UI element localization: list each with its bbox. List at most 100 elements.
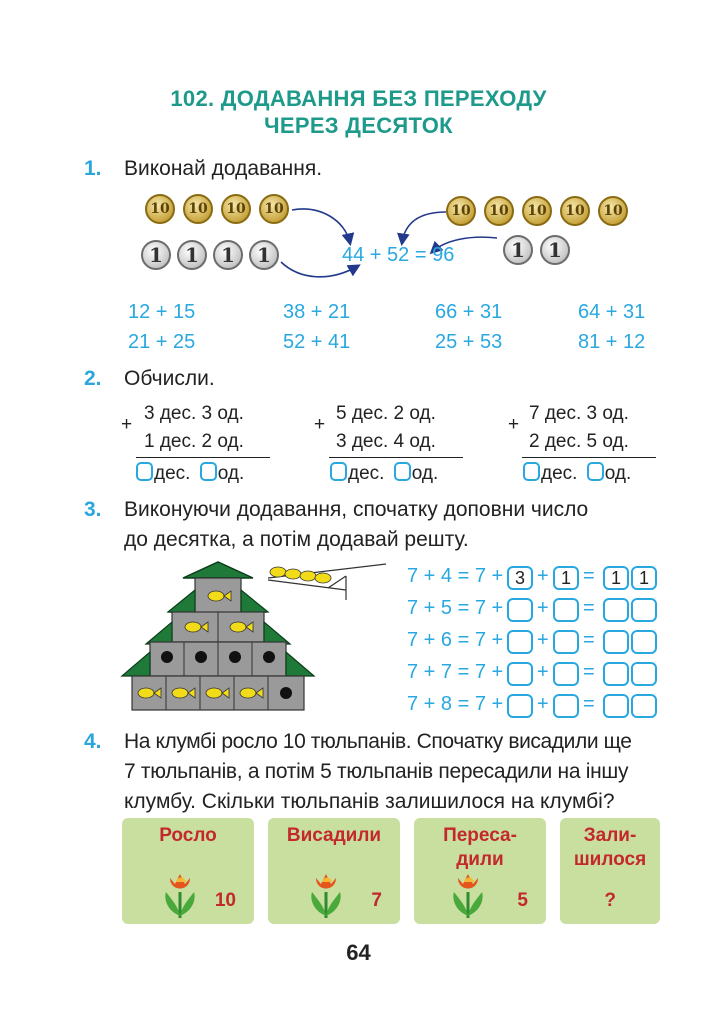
answer-box[interactable]: 1: [603, 566, 629, 590]
coin-one-icon: 1: [503, 235, 533, 265]
answer-box[interactable]: [507, 694, 533, 718]
page-number: 64: [346, 940, 371, 965]
answer-box[interactable]: [553, 694, 579, 718]
equation-left: 7 + 5 = 7 +: [407, 597, 504, 619]
coin-ten-icon: 10: [484, 196, 514, 226]
answer-box[interactable]: [553, 598, 579, 622]
plus-sign: +: [537, 661, 549, 683]
answer-box[interactable]: [199, 462, 217, 481]
card-value: ?: [604, 890, 616, 911]
expression: 12 + 15: [128, 301, 196, 323]
column-1: 12 + 15 21 + 25: [128, 297, 195, 357]
coin-one-icon: 1: [141, 240, 171, 270]
answer-box[interactable]: [631, 662, 657, 686]
equals-sign: =: [583, 661, 595, 683]
coin-ten-icon: 10: [560, 196, 590, 226]
equals-sign: =: [583, 565, 595, 587]
answer-row-2: дес. од.: [330, 462, 438, 485]
answer-box[interactable]: [553, 630, 579, 654]
card-grew: Росло 10: [122, 818, 254, 924]
card-value: 5: [517, 890, 528, 911]
units-label: од.: [217, 463, 245, 484]
tens-label: дес.: [154, 463, 191, 484]
tulip-icon: [311, 874, 341, 918]
plus-sign: +: [121, 414, 133, 435]
answer-box[interactable]: 1: [631, 566, 657, 590]
equation-left: 7 + 8 = 7 +: [407, 693, 504, 715]
card-label: Зали-шилося: [573, 825, 647, 870]
column-4: 64 + 31 81 + 12: [578, 297, 645, 357]
birdhouse-illustration: [120, 561, 387, 711]
answer-box[interactable]: [507, 598, 533, 622]
task4-text-line2: 7 тюльпанів, а потім 5 тюльпанів пересад…: [124, 760, 629, 783]
task4-text-line1: На клумбі росло 10 тюльпанів. Спочатку в…: [124, 730, 632, 753]
answer-box[interactable]: [523, 462, 540, 481]
coin-ten-icon: 10: [522, 196, 552, 226]
answer-box[interactable]: [631, 630, 657, 654]
coin-ten-icon: 10: [145, 194, 175, 224]
plus-sign: +: [537, 629, 549, 651]
tulip-icon: [165, 874, 195, 918]
coin-one-icon: 1: [177, 240, 207, 270]
page-title-line2: ЧЕРЕЗ ДЕСЯТОК: [264, 113, 453, 138]
answer-box[interactable]: [136, 462, 153, 481]
plus-sign: +: [314, 414, 326, 435]
equals-sign: =: [583, 693, 595, 715]
expression: 38 + 21: [283, 301, 351, 323]
coin-one-icon: 1: [540, 235, 570, 265]
answer-box[interactable]: 3: [507, 566, 533, 590]
column-sum-2: 5 дес. 2 од. 3 дес. 4 од.: [336, 400, 436, 456]
answer-row-1: дес. од.: [136, 462, 244, 485]
answer-row-3: дес. од.: [523, 462, 631, 485]
task4-text-line3: клумбу. Скільки тюльпанів залишилося на …: [124, 790, 615, 813]
answer-box[interactable]: [631, 694, 657, 718]
coin-one-icon: 1: [249, 240, 279, 270]
tulip-icon: [453, 874, 483, 918]
card-replanted: Переса-дили 5: [414, 818, 546, 924]
column-sum-1: 3 дес. 3 од. 1 дес. 2 од.: [144, 400, 244, 456]
card-value: 7: [371, 890, 382, 911]
answer-box[interactable]: [330, 462, 347, 481]
answer-box[interactable]: [603, 694, 629, 718]
task2-number: 2.: [84, 367, 102, 390]
arrows-diagram: [280, 208, 498, 278]
equation-left: 7 + 6 = 7 +: [407, 629, 504, 651]
expression: 52 + 41: [283, 331, 351, 353]
coin-ten-icon: 10: [221, 194, 251, 224]
answer-box[interactable]: [586, 462, 604, 481]
expression: 25 + 53: [435, 331, 503, 353]
task3-text-line2: до десятка, а потім додавай решту.: [124, 528, 469, 551]
coin-ten-icon: 10: [446, 196, 476, 226]
task2-text: Обчисли.: [124, 367, 215, 390]
page-title-line1: 102. ДОДАВАННЯ БЕЗ ПЕРЕХОДУ: [170, 86, 547, 111]
answer-box[interactable]: [507, 630, 533, 654]
task1-text: Виконай додавання.: [124, 157, 323, 180]
expression: 21 + 25: [128, 331, 196, 353]
equation-left: 7 + 4 = 7 +: [407, 565, 504, 587]
tens-label: дес.: [348, 463, 385, 484]
coin-one-icon: 1: [213, 240, 243, 270]
addend-top: 7 дес. 3 од.: [529, 403, 629, 424]
answer-box[interactable]: [507, 662, 533, 686]
answer-box[interactable]: [553, 662, 579, 686]
expression: 81 + 12: [578, 331, 646, 353]
addend-bottom: 1 дес. 2 од.: [144, 431, 244, 452]
answer-box[interactable]: 1: [553, 566, 579, 590]
task1-number: 1.: [84, 157, 102, 180]
answer-box[interactable]: [603, 630, 629, 654]
answer-box[interactable]: [603, 662, 629, 686]
addend-bottom: 3 дес. 4 од.: [336, 431, 436, 452]
coin-ten-icon: 10: [183, 194, 213, 224]
tens-label: дес.: [541, 463, 578, 484]
answer-box[interactable]: [603, 598, 629, 622]
plus-sign: +: [537, 693, 549, 715]
card-planted: Висадили 7: [268, 818, 400, 924]
arrow-ones-right: [429, 236, 498, 255]
units-label: од.: [604, 463, 632, 484]
expression: 66 + 31: [435, 301, 503, 323]
answer-box[interactable]: [393, 462, 411, 481]
addend-top: 5 дес. 2 од.: [336, 403, 436, 424]
answer-box[interactable]: [631, 598, 657, 622]
task4-number: 4.: [84, 730, 102, 753]
sum-line: [329, 457, 463, 458]
